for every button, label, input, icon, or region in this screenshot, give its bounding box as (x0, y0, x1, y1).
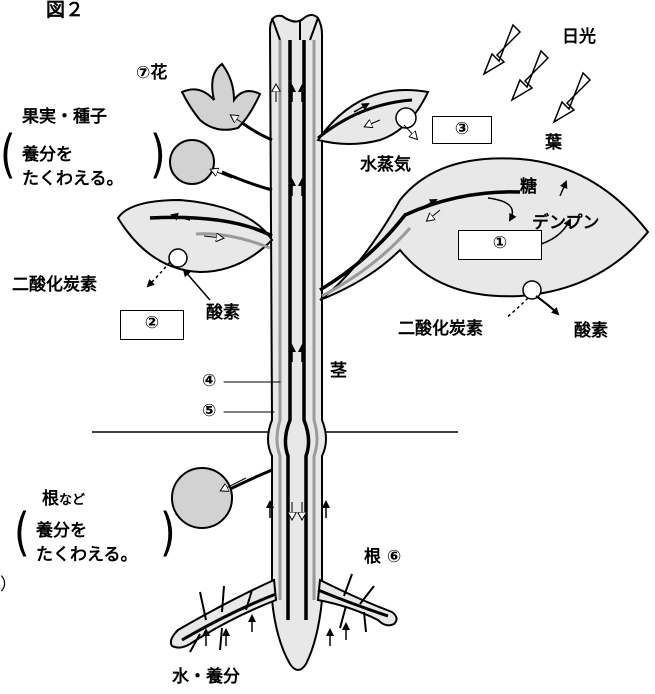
fruit-store-line2: たくわえる。 (22, 169, 124, 189)
fruit-close-paren: ) (150, 125, 166, 185)
figure-title: 図２ (46, 0, 85, 21)
fruit-seed-label: 果実・種子 (22, 107, 107, 127)
fruit-store-line1: 養分を (22, 145, 73, 165)
label-4: ④ (202, 371, 217, 391)
blank-1[interactable]: ① (458, 230, 542, 260)
co2-right-label: 二酸化炭素 (398, 319, 483, 339)
stem-arrows (266, 84, 330, 518)
fruit-seed (169, 139, 273, 192)
label-5: ⑤ (202, 401, 217, 421)
o2-left-label: 酸素 (206, 303, 240, 323)
root-etc-small: など (59, 493, 86, 508)
root-etc-label: 根など (42, 489, 86, 510)
sunlight-arrows (482, 23, 592, 124)
blank-2[interactable]: ② (120, 310, 184, 340)
water-vapor-label: 水蒸気 (360, 155, 411, 175)
co2-left-label: 二酸化炭素 (12, 275, 97, 295)
root-etc-main: 根 (42, 489, 59, 509)
stem-label: 茎 (330, 361, 347, 381)
blank-3[interactable]: ③ (432, 116, 492, 144)
sugar-label: 糖 (520, 177, 537, 197)
water-nutrients-label: 水・養分 (172, 667, 240, 687)
right-leaf (319, 157, 650, 301)
stem-down-arrows (276, 86, 302, 518)
o2-right-label: 酸素 (574, 321, 608, 341)
stoma-right (522, 280, 542, 300)
stoma-left (168, 248, 188, 268)
root-store-line1: 養分を (36, 521, 87, 541)
root-storage (171, 467, 273, 529)
sunlight-label: 日光 (562, 27, 596, 47)
main-stem (267, 14, 327, 671)
fruit-open-paren: ( (0, 125, 16, 185)
leaf-label: 葉 (545, 133, 562, 153)
flower-label: ⑦花 (136, 63, 168, 83)
right-upper-leaf (316, 89, 430, 145)
root-store-line2: たくわえる。 (36, 545, 138, 565)
flower (180, 62, 273, 142)
water-uptake-arrows (202, 614, 350, 646)
root-close-paren: ) (160, 503, 176, 563)
root-open-paren: ( (14, 503, 30, 563)
starch-label: デンプン (532, 213, 600, 233)
stoma-upper (395, 107, 417, 129)
stray-paren: ） (0, 575, 17, 595)
root-6-label: 根 ⑥ (364, 547, 402, 567)
left-leaf (116, 198, 274, 274)
